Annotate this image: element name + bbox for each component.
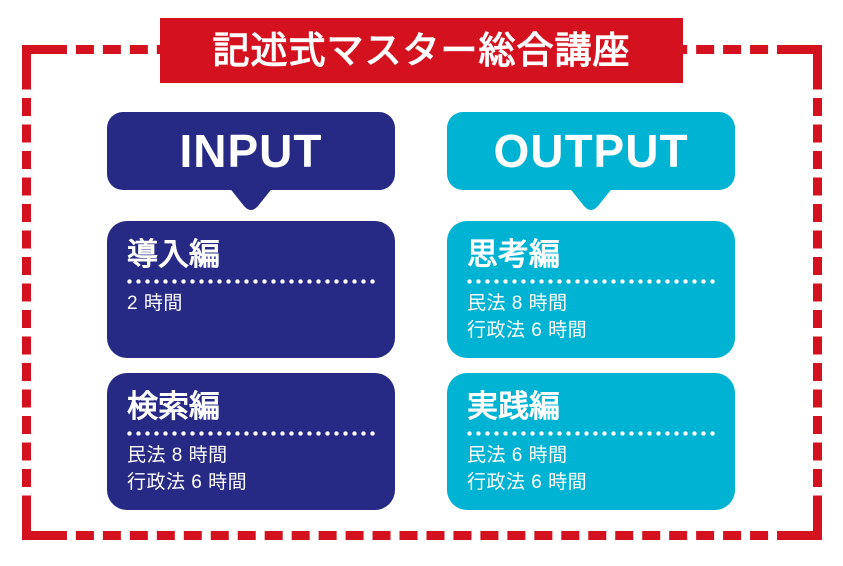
card-input-2-line-2: 行政法 6 時間: [127, 472, 248, 494]
card-output-2-line-1: 民法 6 時間: [467, 444, 568, 466]
card-output-2: 実践編 民法 6 時間 行政法 6 時間: [447, 373, 735, 510]
dotted-divider: [467, 278, 715, 284]
card-input-1: 導入編 2 時間: [107, 221, 395, 358]
column-input: INPUT 導入編 2 時間 検索編 民法 8 時間 行政法 6 時間: [107, 112, 395, 510]
card-output-1-title: 思考編: [467, 237, 560, 272]
card-output-2-line-2: 行政法 6 時間: [467, 472, 588, 494]
badge-input-label: INPUT: [179, 125, 323, 177]
card-output-1: 思考編 民法 8 時間 行政法 6 時間: [447, 221, 735, 358]
column-output: OUTPUT 思考編 民法 8 時間 行政法 6 時間 実践編 民法 6 時間 …: [447, 112, 735, 510]
dotted-divider: [127, 278, 375, 284]
badge-output-label: OUTPUT: [493, 125, 689, 177]
frame-corner-top-right: [788, 45, 822, 79]
badge-output-pointer-icon: [568, 186, 614, 212]
badge-input-pointer-icon: [228, 186, 274, 212]
frame-corner-bottom-right: [788, 506, 822, 540]
frame-corner-bottom-left: [22, 506, 56, 540]
dotted-divider: [467, 430, 715, 436]
dotted-divider: [127, 430, 375, 436]
card-output-2-title: 実践編: [467, 389, 560, 424]
input-badge-group: INPUT: [107, 112, 395, 210]
card-output-1-line-2: 行政法 6 時間: [467, 320, 588, 342]
output-badge-group: OUTPUT: [447, 112, 735, 210]
card-input-2-line-1: 民法 8 時間: [127, 444, 228, 466]
card-output-2-details: 民法 6 時間 行政法 6 時間: [467, 442, 715, 497]
card-input-1-line-1: 2 時間: [127, 292, 183, 314]
card-input-1-details: 2 時間: [127, 290, 375, 318]
card-input-1-title: 導入編: [127, 237, 220, 272]
card-output-1-line-1: 民法 8 時間: [467, 292, 568, 314]
page-title: 記述式マスター総合講座: [212, 30, 631, 71]
badge-input: INPUT: [107, 112, 395, 190]
card-input-2-title: 検索編: [127, 389, 220, 424]
frame-corner-top-left: [22, 45, 56, 79]
card-input-2: 検索編 民法 8 時間 行政法 6 時間: [107, 373, 395, 510]
title-banner: 記述式マスター総合講座: [160, 18, 683, 83]
card-input-2-details: 民法 8 時間 行政法 6 時間: [127, 442, 375, 497]
card-output-1-details: 民法 8 時間 行政法 6 時間: [467, 290, 715, 345]
badge-output: OUTPUT: [447, 112, 735, 190]
